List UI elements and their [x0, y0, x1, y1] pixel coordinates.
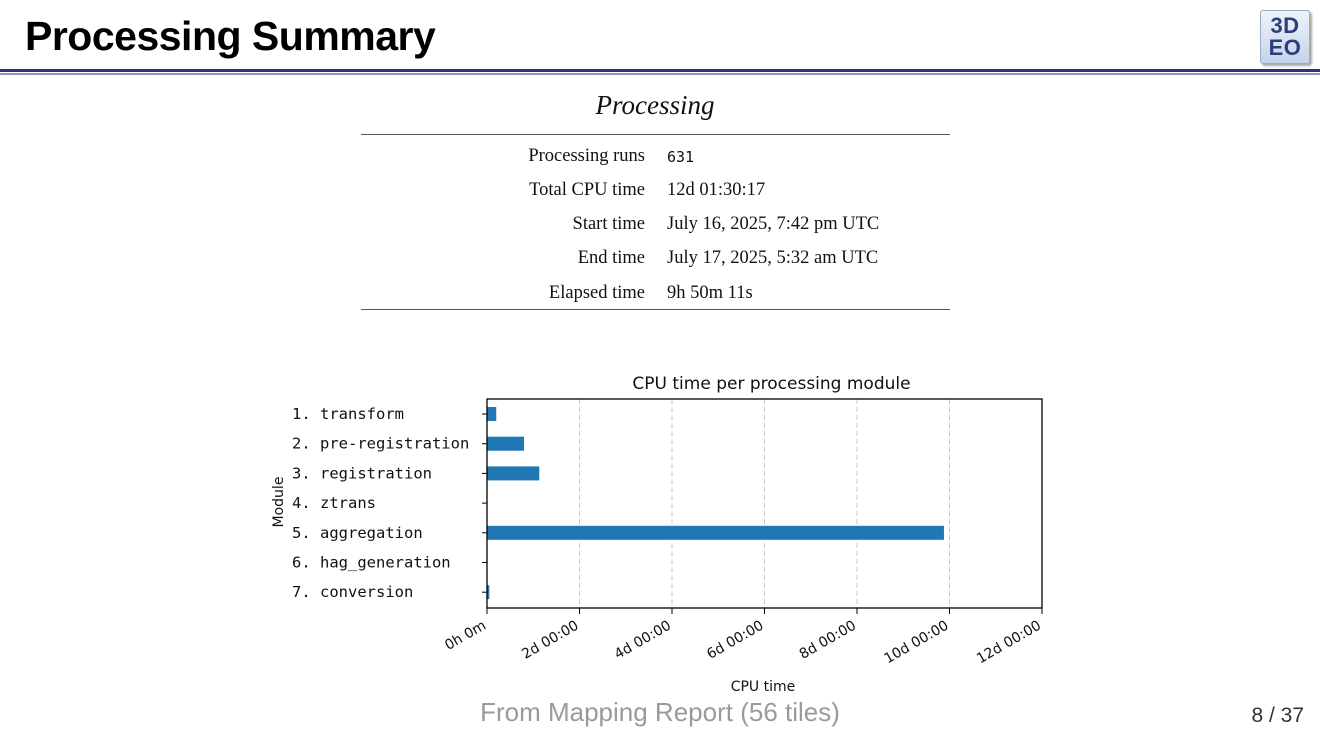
- table-row-start-time: Start time July 16, 2025, 7:42 pm UTC: [361, 208, 950, 242]
- y-axis-label: Module: [271, 477, 287, 528]
- y-tick-label: 3. registration: [292, 464, 432, 482]
- logo-text-top: 3D: [1270, 13, 1300, 38]
- title-rule: [0, 69, 1320, 72]
- row-label: Start time: [572, 214, 645, 234]
- x-tick-label: 12d 00:00: [974, 618, 1044, 668]
- table-row-processing-runs: Processing runs 631: [361, 140, 950, 174]
- logo-3deo: 3D EO: [1260, 10, 1310, 64]
- table-row-elapsed-time: Elapsed time 9h 50m 11s: [361, 277, 950, 311]
- x-tick-label: 8d 00:00: [797, 618, 859, 663]
- x-tick-label: 2d 00:00: [519, 618, 581, 663]
- row-value: 9h 50m 11s: [667, 283, 753, 303]
- x-tick-label: 6d 00:00: [704, 618, 766, 663]
- bar-3: [487, 466, 540, 481]
- row-value: July 16, 2025, 7:42 pm UTC: [667, 214, 880, 234]
- y-tick-label: 6. hag_generation: [292, 554, 451, 572]
- table-bottom-rule: [361, 309, 950, 310]
- y-tick-label: 1. transform: [292, 405, 404, 423]
- y-tick-label: 4. ztrans: [292, 494, 376, 512]
- logo-text-bottom: EO: [1268, 35, 1302, 60]
- x-tick-label: 0h 0m: [442, 618, 489, 654]
- chart-title: CPU time per processing module: [632, 374, 910, 394]
- page-number: 8 / 37: [1251, 704, 1304, 727]
- table-top-rule: [361, 134, 950, 135]
- y-tick-label: 7. conversion: [292, 583, 413, 601]
- table-row-total-cpu-time: Total CPU time 12d 01:30:17: [361, 174, 950, 208]
- row-label: End time: [577, 248, 645, 268]
- row-label: Elapsed time: [548, 283, 645, 303]
- row-value: July 17, 2025, 5:32 am UTC: [667, 248, 879, 268]
- row-label: Processing runs: [528, 146, 645, 166]
- table-caption: Processing: [595, 90, 715, 120]
- bar-1: [487, 407, 497, 421]
- bar-7: [487, 585, 490, 600]
- title-rule-shadow: [0, 73, 1320, 75]
- table-row-end-time: End time July 17, 2025, 5:32 am UTC: [361, 242, 950, 276]
- slide-title: Processing Summary: [25, 13, 436, 59]
- row-label: Total CPU time: [529, 180, 645, 200]
- y-tick-label: 2. pre-registration: [292, 435, 469, 453]
- bar-2: [487, 436, 524, 451]
- bar-5: [487, 525, 944, 540]
- row-value: 12d 01:30:17: [667, 180, 766, 200]
- x-axis-label: CPU time: [731, 679, 796, 695]
- x-tick-label: 10d 00:00: [882, 618, 952, 668]
- footer-source: From Mapping Report (56 tiles): [480, 697, 840, 727]
- row-value: 631: [667, 148, 695, 166]
- y-tick-label: 5. aggregation: [292, 524, 423, 542]
- x-tick-label: 4d 00:00: [612, 618, 674, 663]
